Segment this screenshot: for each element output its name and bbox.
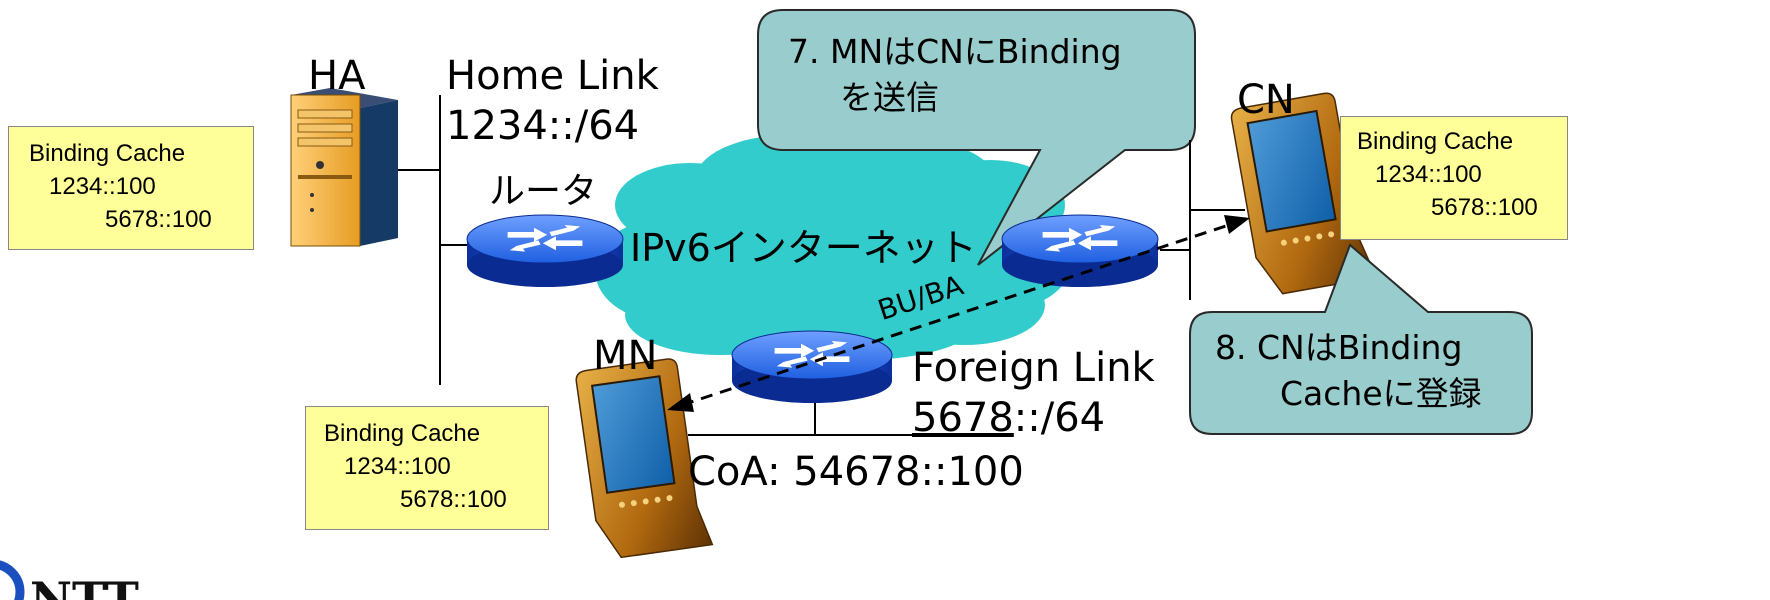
router-label: ルータ [489,171,598,212]
coa-label: CoA: 54678::100 [688,449,1024,495]
home-link-prefix: 1234::/64 [446,103,640,149]
binding-cache-coa: 5678::100 [105,206,212,233]
mn-label: MN [593,333,658,379]
cn-label: CN [1237,77,1295,123]
foreign-link-name: Foreign Link [912,345,1155,391]
callout-step7-line2: を送信 [840,78,939,117]
binding-cache-title: Binding Cache [324,420,481,447]
router-home [466,214,624,287]
router-cn [1001,214,1159,287]
binding-cache-coa: 5678::100 [1431,194,1538,221]
home-link-name: Home Link [446,53,659,99]
binding-cache-title: Binding Cache [29,140,186,167]
svg-text:NTT: NTT [30,572,139,600]
bu-ba-arrow [667,215,1250,412]
callout-step8-line2: Cacheに登録 [1280,374,1482,413]
ha-label: HA [308,53,366,99]
binding-cache-title: Binding Cache [1357,128,1514,155]
router-foreign [731,330,893,403]
foreign-link-prefix: 5678::/64 [912,395,1106,441]
binding-cache-cn: Binding Cache 1234::100 5678::100 [1340,116,1568,240]
ntt-logo: NTT [0,560,139,600]
binding-cache-home: 1234::100 [49,173,156,200]
binding-cache-coa: 5678::100 [400,486,507,513]
callout-step8-line1: 8. CNはBinding [1215,328,1463,367]
internet-label: IPv6インターネット [630,226,977,270]
ha-server-icon [290,88,398,247]
binding-cache-home: 1234::100 [344,453,451,480]
callout-step8 [1189,243,1533,435]
callout-step7 [757,9,1196,266]
callout-step7-line1: 7. MNはCNにBinding [788,32,1122,71]
binding-cache-home: 1234::100 [1375,161,1482,188]
binding-cache-mn: Binding Cache 1234::100 5678::100 [305,406,549,530]
binding-cache-ha: Binding Cache 1234::100 5678::100 [8,126,254,250]
